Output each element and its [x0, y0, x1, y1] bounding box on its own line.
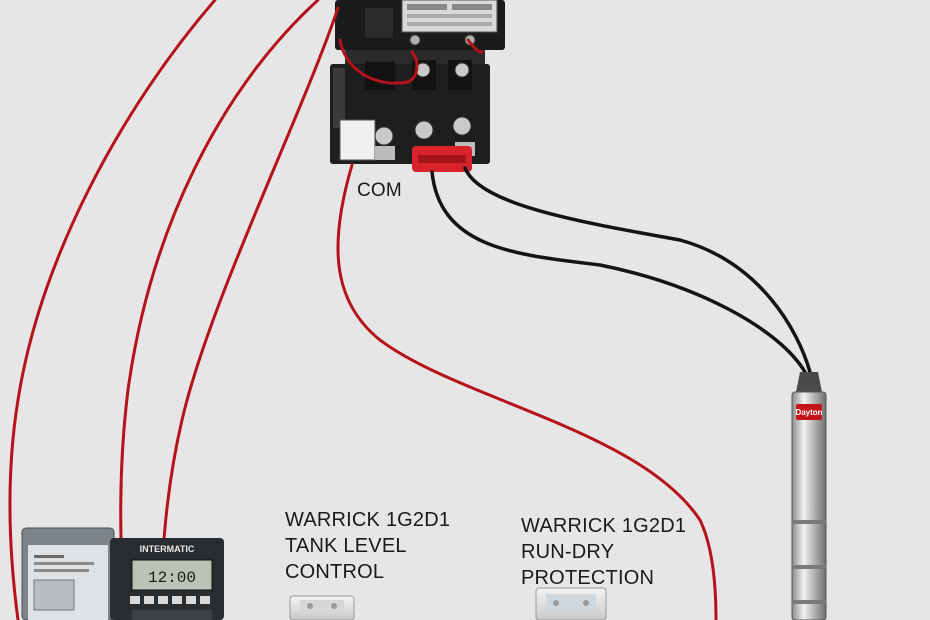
- motor-starter-contactor: [330, 0, 505, 172]
- tank-level-control-label: WARRICK 1G2D1 TANK LEVEL CONTROL: [285, 507, 450, 585]
- com-terminal-label: COM: [357, 178, 402, 204]
- tank-label-line-1: WARRICK 1G2D1: [285, 509, 451, 531]
- run-dry-relay: [535, 587, 607, 620]
- dry-label-line-3: PROTECTION: [521, 567, 655, 589]
- black-motor-leads: [430, 166, 812, 374]
- timer-brand-label: INTERMATIC: [140, 544, 195, 554]
- com-label-text: COM: [357, 180, 402, 201]
- pump-brand-label: Dayton: [795, 408, 822, 417]
- run-dry-protection-label: WARRICK 1G2D1 RUN-DRY PROTECTION: [521, 513, 686, 591]
- dry-label-line-1: WARRICK 1G2D1: [521, 515, 687, 537]
- dry-label-line-2: RUN-DRY: [521, 541, 615, 563]
- submersible-pump: Dayton: [791, 372, 827, 620]
- red-control-wires: [8, 0, 718, 620]
- tank-label-line-3: CONTROL: [285, 561, 385, 583]
- tank-label-line-2: TANK LEVEL: [285, 535, 407, 557]
- intermatic-timer: INTERMATIC 12:00: [21, 527, 224, 620]
- timer-display: 12:00: [148, 569, 196, 587]
- tank-level-relay: [289, 595, 355, 620]
